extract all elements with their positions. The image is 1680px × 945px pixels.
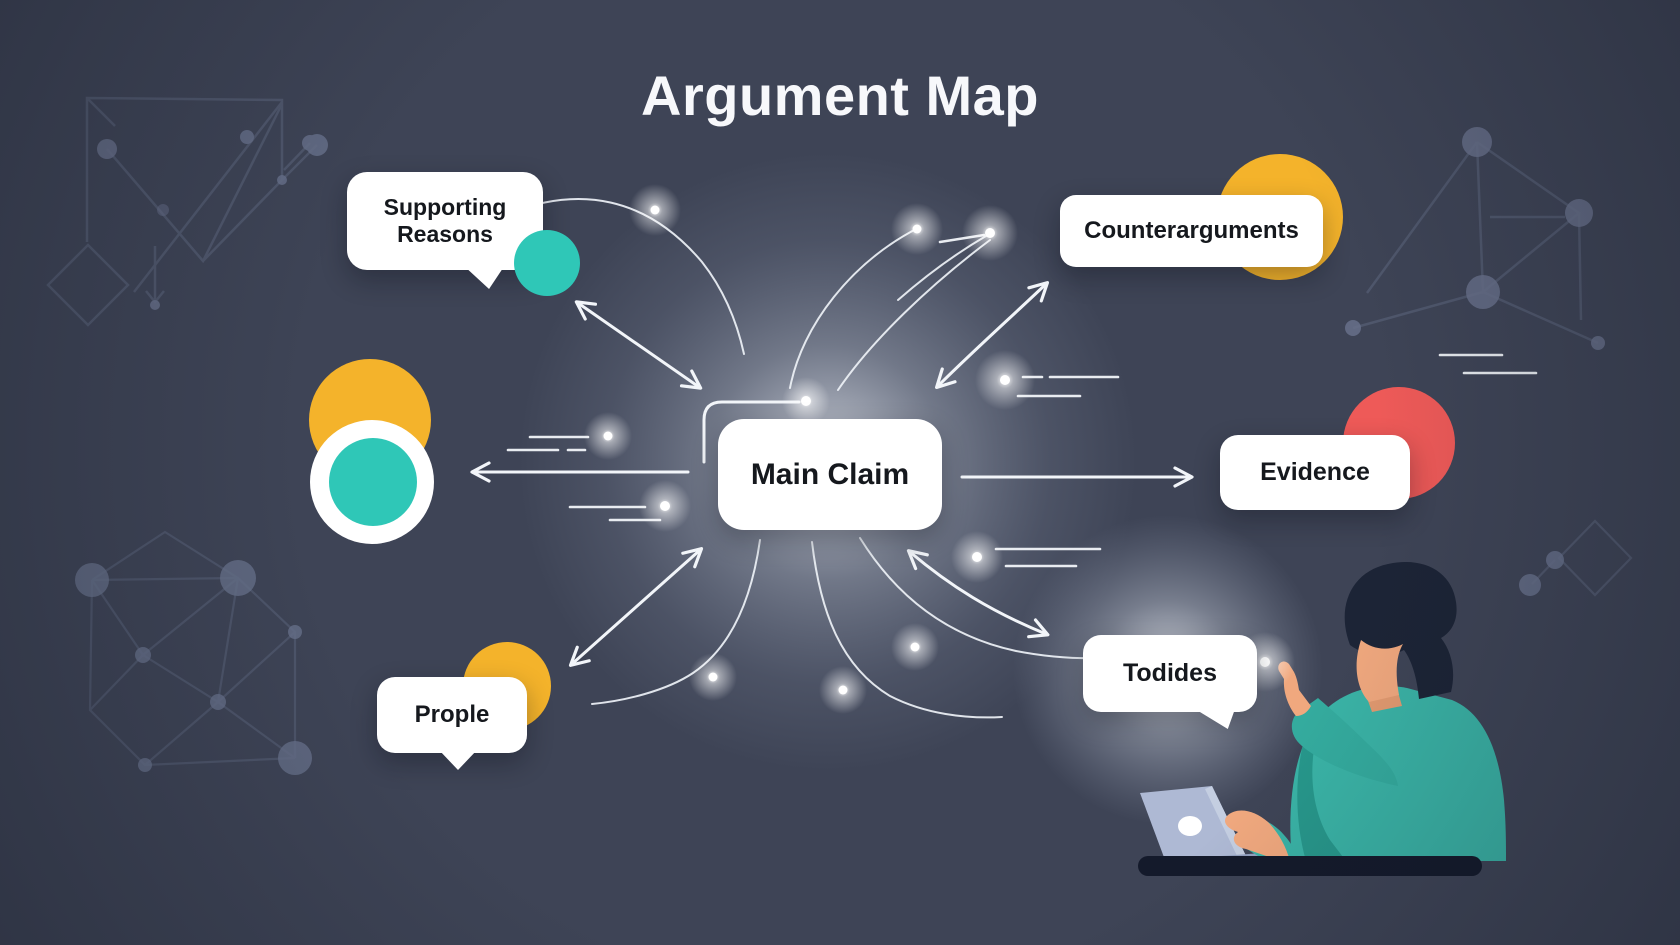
teal-circle-accent xyxy=(514,230,580,296)
node-label: Todides xyxy=(1123,658,1217,687)
network-graph-top-left-icon xyxy=(46,96,318,327)
node-supporting-reasons: Supporting Reasons xyxy=(347,172,543,270)
arrow-main-counterarguments xyxy=(934,281,1050,390)
person-typing-hand xyxy=(1224,810,1290,861)
node-main-claim: Main Claim xyxy=(718,419,942,530)
node-todides: Todides xyxy=(1083,635,1257,712)
network-nodes-top-right xyxy=(1345,127,1605,350)
node-counterarguments: Counterarguments xyxy=(1060,195,1323,267)
arrow-main-supporting xyxy=(574,300,703,390)
person-arm-shadow xyxy=(1297,716,1346,861)
network-nodes-bottom-left xyxy=(75,560,312,775)
page-title: Argument Map xyxy=(641,64,1039,127)
diamond-node-dots xyxy=(1519,551,1564,596)
laptop-logo xyxy=(1178,816,1202,836)
connector-arrows xyxy=(470,281,1194,667)
node-evidence: Evidence xyxy=(1220,435,1410,510)
desk xyxy=(1138,856,1482,876)
person-raised-sleeve xyxy=(1291,698,1398,786)
node-label: Main Claim xyxy=(750,457,910,491)
node-label: Evidence xyxy=(1260,457,1370,486)
network-nodes-top-left xyxy=(97,130,328,310)
network-graph-bottom-left-icon xyxy=(88,530,297,767)
node-prople: Prople xyxy=(377,677,527,753)
teal-circle-left xyxy=(329,438,417,526)
network-graph-top-right-icon xyxy=(1352,140,1599,345)
node-label: Prople xyxy=(414,700,490,728)
person-hair xyxy=(1344,561,1457,699)
person-face xyxy=(1356,640,1403,702)
corner-connector xyxy=(702,400,801,464)
arrow-main-prople xyxy=(568,547,704,667)
glow-dots xyxy=(584,184,1035,714)
arrow-main-todides xyxy=(906,549,1050,639)
node-label: Counterarguments xyxy=(1084,216,1299,244)
node-label: Supporting Reasons xyxy=(383,193,507,247)
person-illustration xyxy=(1138,561,1506,876)
